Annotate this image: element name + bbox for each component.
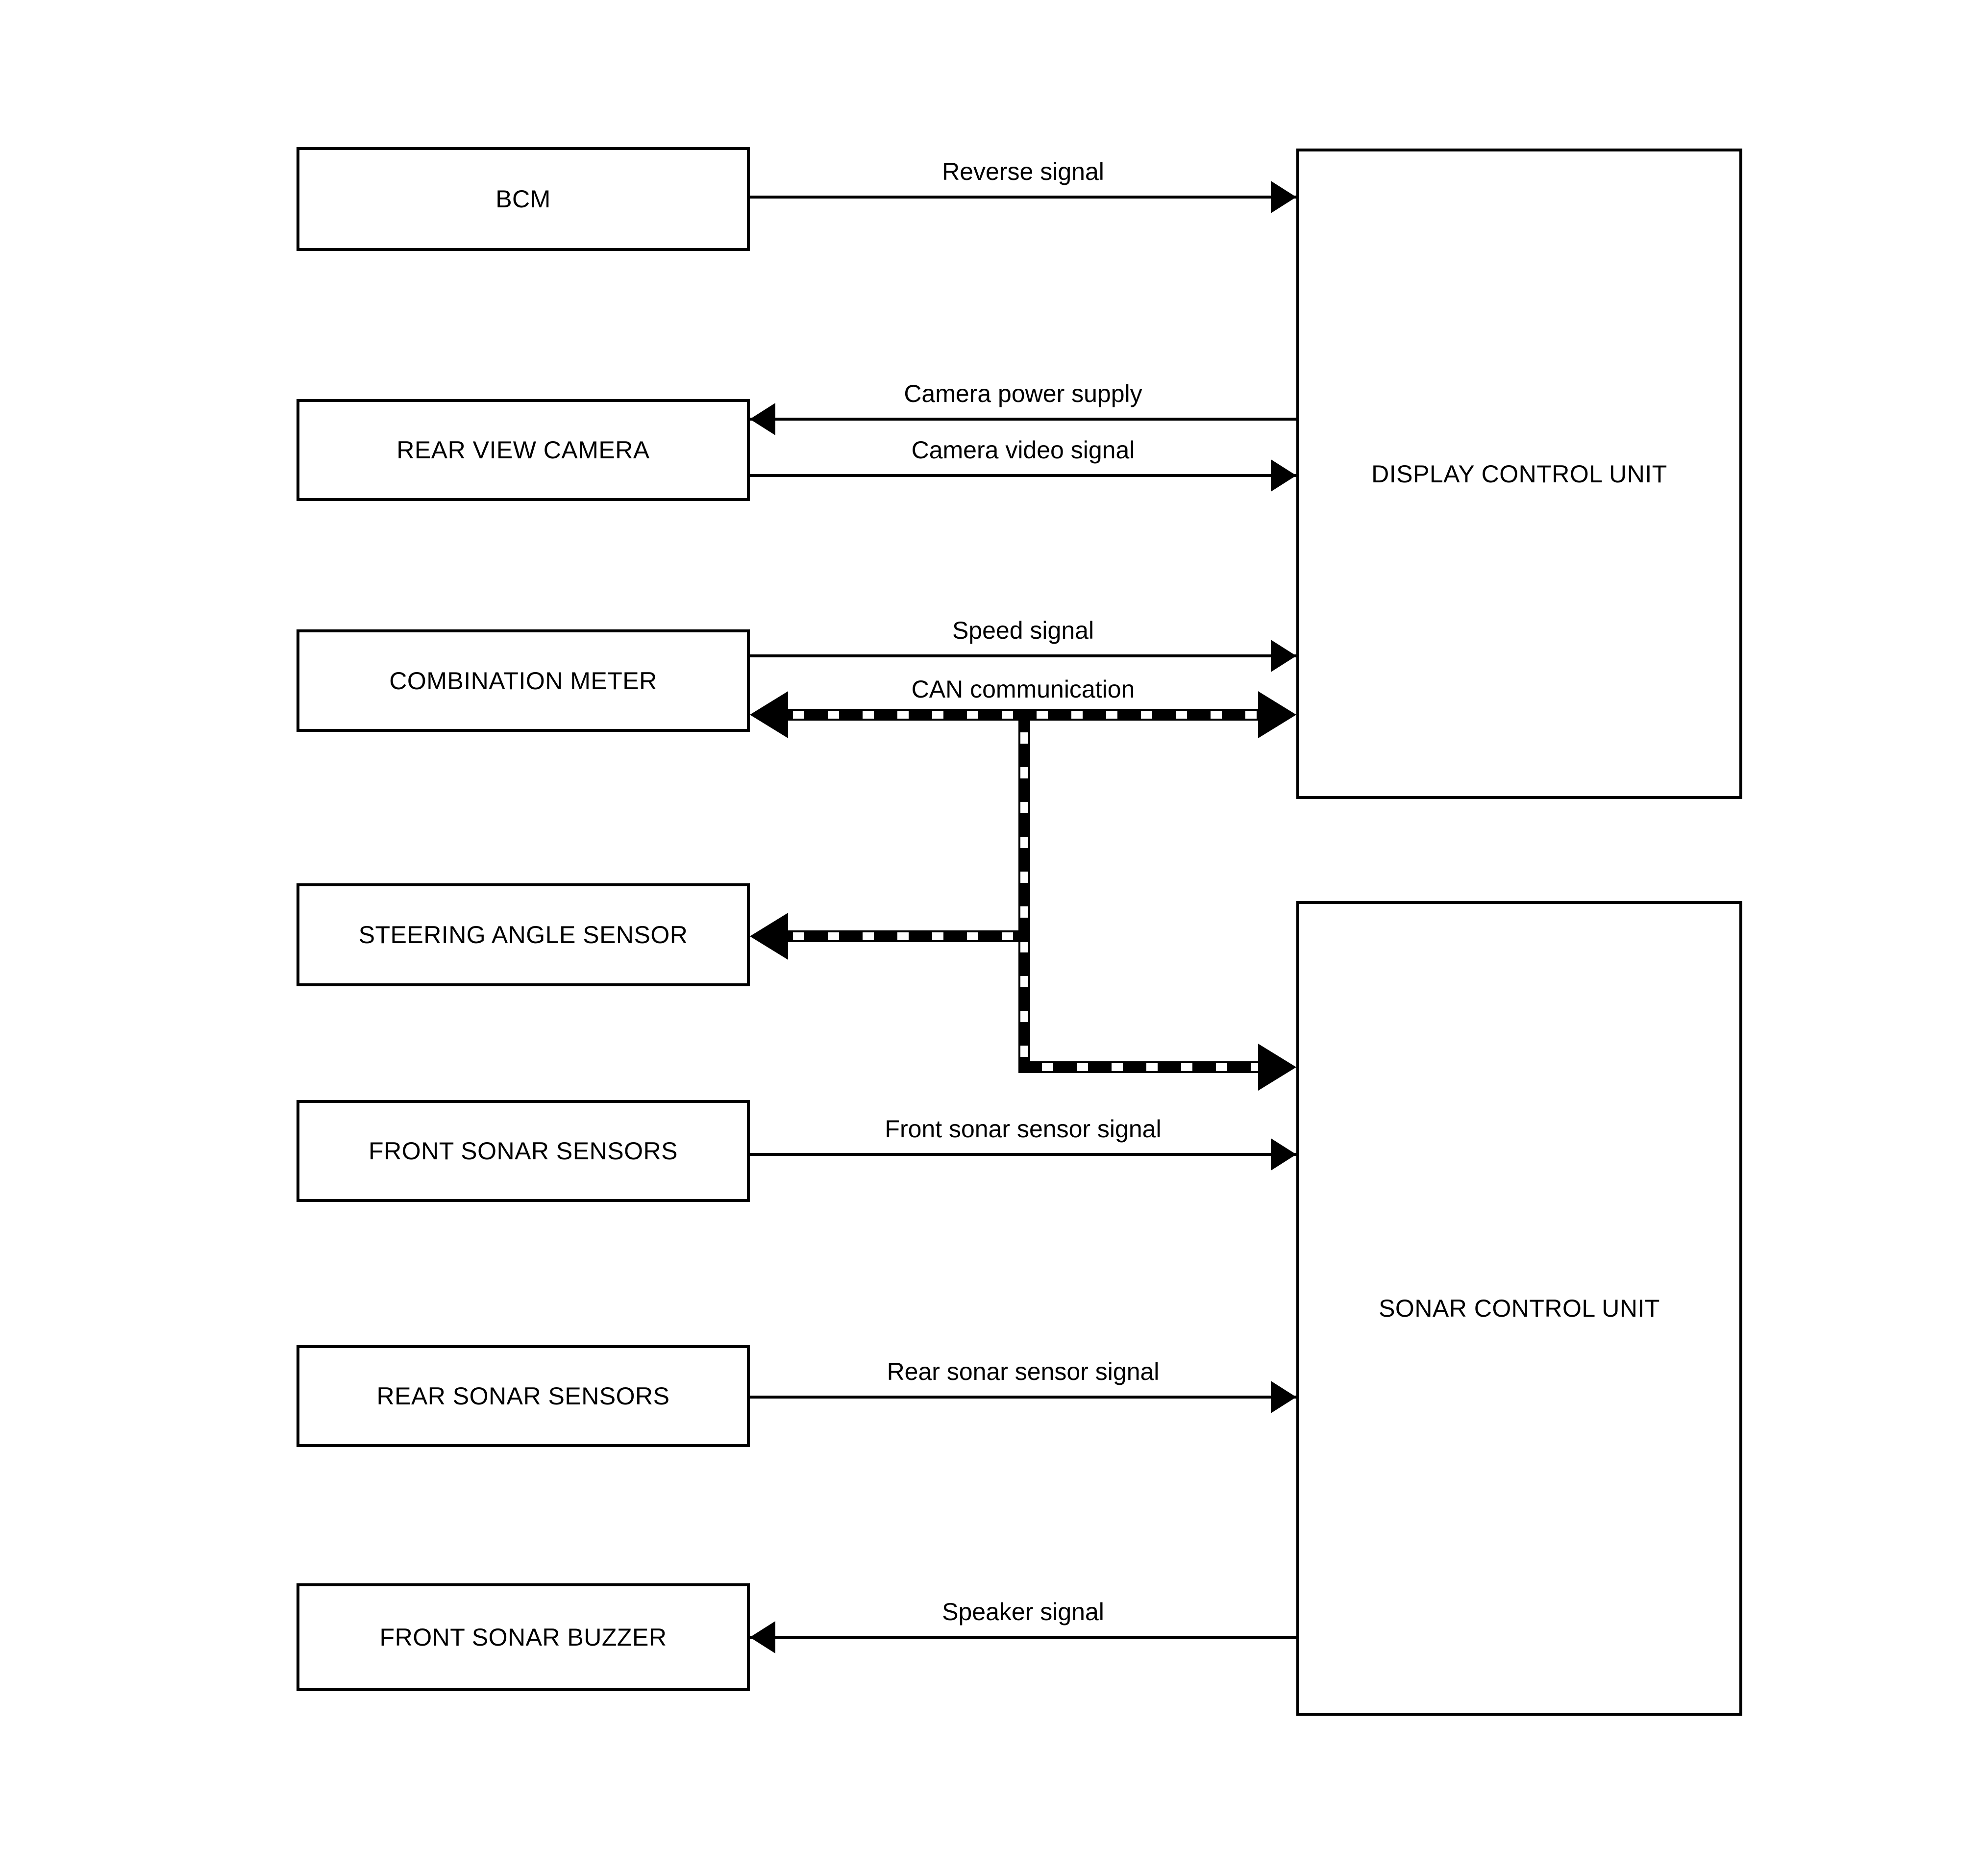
box-label-rear-view-camera: REAR VIEW CAMERA [396,436,650,464]
box-label-sonar-control-unit: SONAR CONTROL UNIT [1379,1295,1660,1322]
arrow-label-front-sonar-sensor-signal: Front sonar sensor signal [885,1115,1162,1143]
box-steering-angle-sensor: STEERING ANGLE SENSOR [297,883,750,986]
arrow-line-rear-sonar-sensor-signal [750,1396,1296,1399]
box-label-bcm: BCM [495,185,551,213]
can-arrowhead-left-icon [750,691,788,738]
arrow-line-speed-signal [750,654,1296,657]
can-bus-branch-steering [769,930,1030,942]
box-label-rear-sonar-sensors: REAR SONAR SENSORS [376,1382,670,1410]
arrow-line-front-sonar-sensor-signal [750,1153,1296,1156]
box-bcm: BCM [297,147,750,251]
arrow-label-rear-sonar-sensor-signal: Rear sonar sensor signal [887,1358,1160,1385]
box-front-sonar-buzzer: FRONT SONAR BUZZER [297,1583,750,1691]
arrow-line-camera-power-supply [750,418,1296,421]
can-arrowhead-right-icon [1258,691,1296,738]
arrowhead-left-icon [750,403,775,435]
arrow-label-camera-video-signal: Camera video signal [911,436,1135,464]
arrow-line-speaker-signal [750,1636,1296,1639]
arrowhead-right-icon [1271,1381,1296,1413]
arrowhead-right-icon [1271,459,1296,492]
box-rear-sonar-sensors: REAR SONAR SENSORS [297,1345,750,1447]
arrowhead-left-icon [750,1621,775,1653]
box-combination-meter: COMBINATION METER [297,629,750,732]
arrow-label-speed-signal: Speed signal [952,617,1094,644]
arrow-label-reverse-signal: Reverse signal [942,158,1104,185]
box-rear-view-camera: REAR VIEW CAMERA [297,399,750,501]
can-bus-vertical-line [1018,709,1030,1073]
box-sonar-control-unit: SONAR CONTROL UNIT [1296,901,1742,1716]
arrowhead-right-icon [1271,640,1296,672]
arrowhead-right-icon [1271,1138,1296,1171]
arrow-label-speaker-signal: Speaker signal [942,1598,1104,1626]
can-arrowhead-right-icon [1258,1044,1296,1091]
arrowhead-right-icon [1271,181,1296,213]
box-front-sonar-sensors: FRONT SONAR SENSORS [297,1100,750,1202]
arrow-label-camera-power-supply: Camera power supply [904,380,1142,407]
box-label-front-sonar-sensors: FRONT SONAR SENSORS [369,1137,678,1165]
arrow-line-reverse-signal [750,196,1296,199]
box-label-steering-angle-sensor: STEERING ANGLE SENSOR [358,921,688,949]
arrow-line-camera-video-signal [750,474,1296,477]
box-display-control-unit: DISPLAY CONTROL UNIT [1296,149,1742,799]
arrow-label-can-communication: CAN communication [911,675,1135,703]
can-bus-branch-sonar [1018,1061,1277,1073]
box-label-combination-meter: COMBINATION METER [389,667,657,695]
box-label-front-sonar-buzzer: FRONT SONAR BUZZER [379,1624,667,1651]
box-label-display-control-unit: DISPLAY CONTROL UNIT [1371,460,1667,488]
can-arrowhead-left-icon [750,913,788,960]
